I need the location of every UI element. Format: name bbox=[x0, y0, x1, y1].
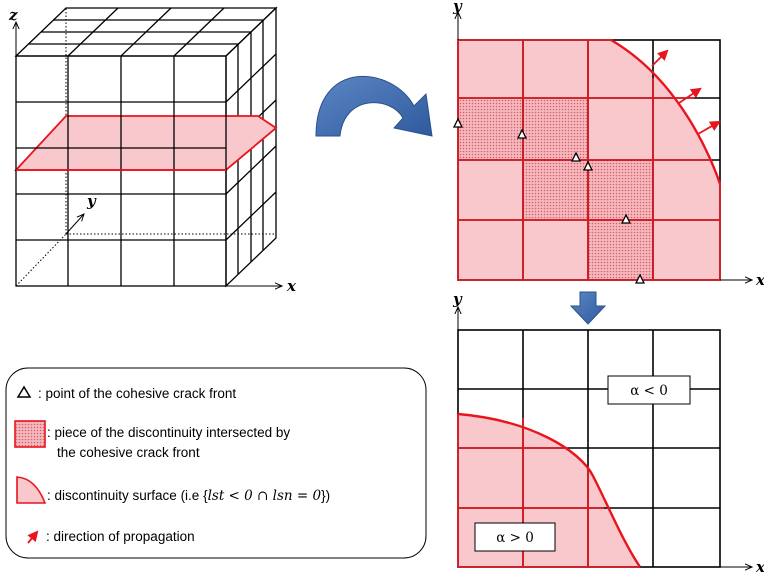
cube-axes bbox=[16, 22, 282, 286]
cube-top-face bbox=[14, 7, 278, 57]
down-transition-arrow bbox=[569, 291, 607, 325]
top-right-panel: y x bbox=[452, 0, 764, 289]
crack-front-point bbox=[582, 160, 594, 171]
bottom-x-label: x bbox=[755, 558, 764, 576]
legend-surface: : discontinuity surface (i.e {lst < 0 ∩ … bbox=[47, 488, 330, 504]
alpha-negative-box: α < 0 bbox=[607, 375, 691, 405]
crack-front-point bbox=[620, 213, 632, 224]
top-y-label: y bbox=[452, 0, 463, 15]
alpha-positive-label: α > 0 bbox=[496, 530, 534, 546]
propagation-arrows bbox=[651, 49, 721, 135]
legend-dotted-square-icon bbox=[14, 420, 46, 448]
legend-surface-icon bbox=[16, 476, 47, 504]
top-x-label: x bbox=[755, 271, 764, 289]
cube-crack-surface bbox=[13, 115, 278, 171]
alpha-negative-label: α < 0 bbox=[630, 383, 668, 399]
legend-surface-suffix: }) bbox=[321, 488, 330, 503]
legend-surface-math: lst < 0 ∩ lsn = 0 bbox=[208, 488, 322, 504]
crack-front-point bbox=[516, 128, 528, 139]
bottom-right-panel: α < 0 α > 0 y x bbox=[452, 290, 764, 576]
crack-front-point bbox=[570, 151, 582, 162]
legend: : point of the cohesive crack front : pi… bbox=[5, 367, 427, 559]
cube-y-label: y bbox=[86, 192, 97, 210]
crack-front-top bbox=[610, 38, 722, 185]
crack-front-point bbox=[452, 117, 464, 128]
legend-piece-line1: : piece of the discontinuity intersected… bbox=[47, 425, 290, 440]
crack-front-point bbox=[634, 273, 646, 284]
propagation-arrow bbox=[678, 87, 702, 104]
cube-front-face bbox=[15, 55, 227, 287]
crack-front-points bbox=[452, 117, 646, 284]
legend-piece-line2: the cohesive crack front bbox=[57, 445, 200, 460]
cube-3d: z y x bbox=[8, 6, 297, 295]
legend-propagation: : direction of propagation bbox=[46, 529, 195, 544]
crack-front-bottom bbox=[457, 412, 641, 568]
legend-surface-prefix: : discontinuity surface (i.e { bbox=[47, 488, 208, 503]
intersected-pieces-top bbox=[458, 98, 653, 280]
cube-z-label: z bbox=[8, 6, 18, 24]
alpha-positive-box: α > 0 bbox=[474, 522, 556, 552]
legend-triangle-icon bbox=[16, 385, 32, 398]
legend-propagation-arrow-icon bbox=[27, 530, 39, 544]
propagation-arrow bbox=[651, 49, 669, 67]
legend-crack-front-point: : point of the cohesive crack front bbox=[38, 386, 236, 401]
cube-x-label: x bbox=[286, 277, 297, 295]
bottom-y-label: y bbox=[452, 290, 463, 308]
curved-transition-arrow bbox=[315, 75, 433, 137]
propagation-arrow bbox=[697, 120, 721, 135]
